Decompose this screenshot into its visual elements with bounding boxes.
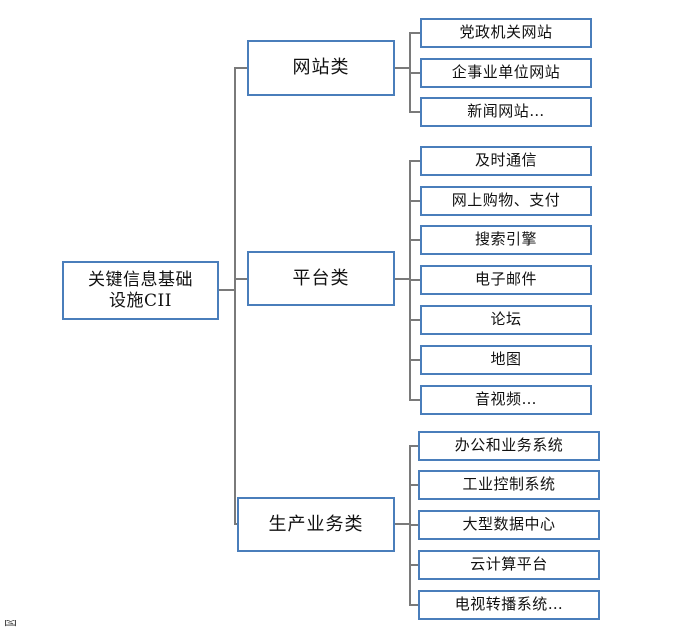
category-label-website: 网站类 [292,57,350,79]
leaf-label: 及时通信 [474,151,537,170]
leaf-node-online-shopping-payment[interactable]: 网上购物、支付 [420,186,592,216]
figure-caption-text: 图 [4,620,18,628]
leaf-node-audio-video[interactable]: 音视频… [420,385,592,415]
leaf-node-cloud-computing-platform[interactable]: 云计算平台 [418,550,600,580]
leaf-label: 新闻网站… [467,102,545,121]
category-node-website[interactable]: 网站类 [247,40,395,96]
connector-production-leaf-3 [409,564,419,566]
category-node-production[interactable]: 生产业务类 [237,497,395,552]
connector-production-leaf-4 [409,604,419,606]
connector-production-out [395,523,410,525]
connector-platform-leaf-1 [409,200,421,202]
leaf-label: 大型数据中心 [462,515,556,534]
leaf-node-tv-broadcast-system[interactable]: 电视转播系统… [418,590,600,620]
connector-platform-leaf-0 [409,160,421,162]
leaf-label: 网上购物、支付 [451,191,561,210]
connector-website-leaf-2 [409,111,421,113]
leaf-label: 云计算平台 [470,555,548,574]
root-label-line1: 关键信息基础 [88,270,193,291]
leaf-label: 地图 [490,350,522,369]
connector-website-leaf-1 [409,72,421,74]
leaf-label: 工业控制系统 [462,475,556,494]
leaf-label: 党政机关网站 [459,23,553,42]
category-node-platform[interactable]: 平台类 [247,251,395,306]
leaf-node-instant-messaging[interactable]: 及时通信 [420,146,592,176]
leaf-label: 企事业单位网站 [451,63,561,82]
leaf-label: 音视频… [474,390,537,409]
leaf-label: 搜索引擎 [474,230,537,249]
leaf-node-forum[interactable]: 论坛 [420,305,592,335]
leaf-node-news-website[interactable]: 新闻网站… [420,97,592,127]
root-node-cii[interactable]: 关键信息基础 设施CII [62,261,219,320]
leaf-node-industrial-control-system[interactable]: 工业控制系统 [418,470,600,500]
leaf-node-large-data-center[interactable]: 大型数据中心 [418,510,600,540]
connector-platform-leaf-2 [409,239,421,241]
connector-platform-leaf-4 [409,319,421,321]
connector-platform-leaf-5 [409,359,421,361]
root-label-line2: 设施CII [109,290,172,311]
connector-website-out [395,67,410,69]
leaf-node-gov-website[interactable]: 党政机关网站 [420,18,592,48]
leaf-node-map[interactable]: 地图 [420,345,592,375]
leaf-label: 电视转播系统… [454,595,564,614]
leaf-label: 电子邮件 [474,270,537,289]
connector-website-leaf-0 [409,32,421,34]
connector-platform-leaf-6 [409,399,421,401]
connector-spine-to-web [234,67,248,69]
category-label-platform: 平台类 [292,267,350,289]
leaf-node-email[interactable]: 电子邮件 [420,265,592,295]
leaf-node-office-business-system[interactable]: 办公和业务系统 [418,431,600,461]
leaf-label: 论坛 [490,310,522,329]
connector-production-leaf-0 [409,445,419,447]
connector-production-leaf-2 [409,524,419,526]
connector-root-stub [219,289,235,291]
connector-main-spine [234,67,236,524]
root-node-label: 关键信息基础 设施CII [88,270,193,310]
connector-production-leaf-1 [409,484,419,486]
connector-platform-out [395,278,410,280]
leaf-label: 办公和业务系统 [454,436,564,455]
figure-caption-clipped: 图 [0,620,696,628]
connector-platform-leaf-3 [409,279,421,281]
leaf-node-search-engine[interactable]: 搜索引擎 [420,225,592,255]
connector-spine-to-platform [234,278,248,280]
category-label-production: 生产业务类 [268,513,364,535]
leaf-node-enterprise-website[interactable]: 企事业单位网站 [420,58,592,88]
